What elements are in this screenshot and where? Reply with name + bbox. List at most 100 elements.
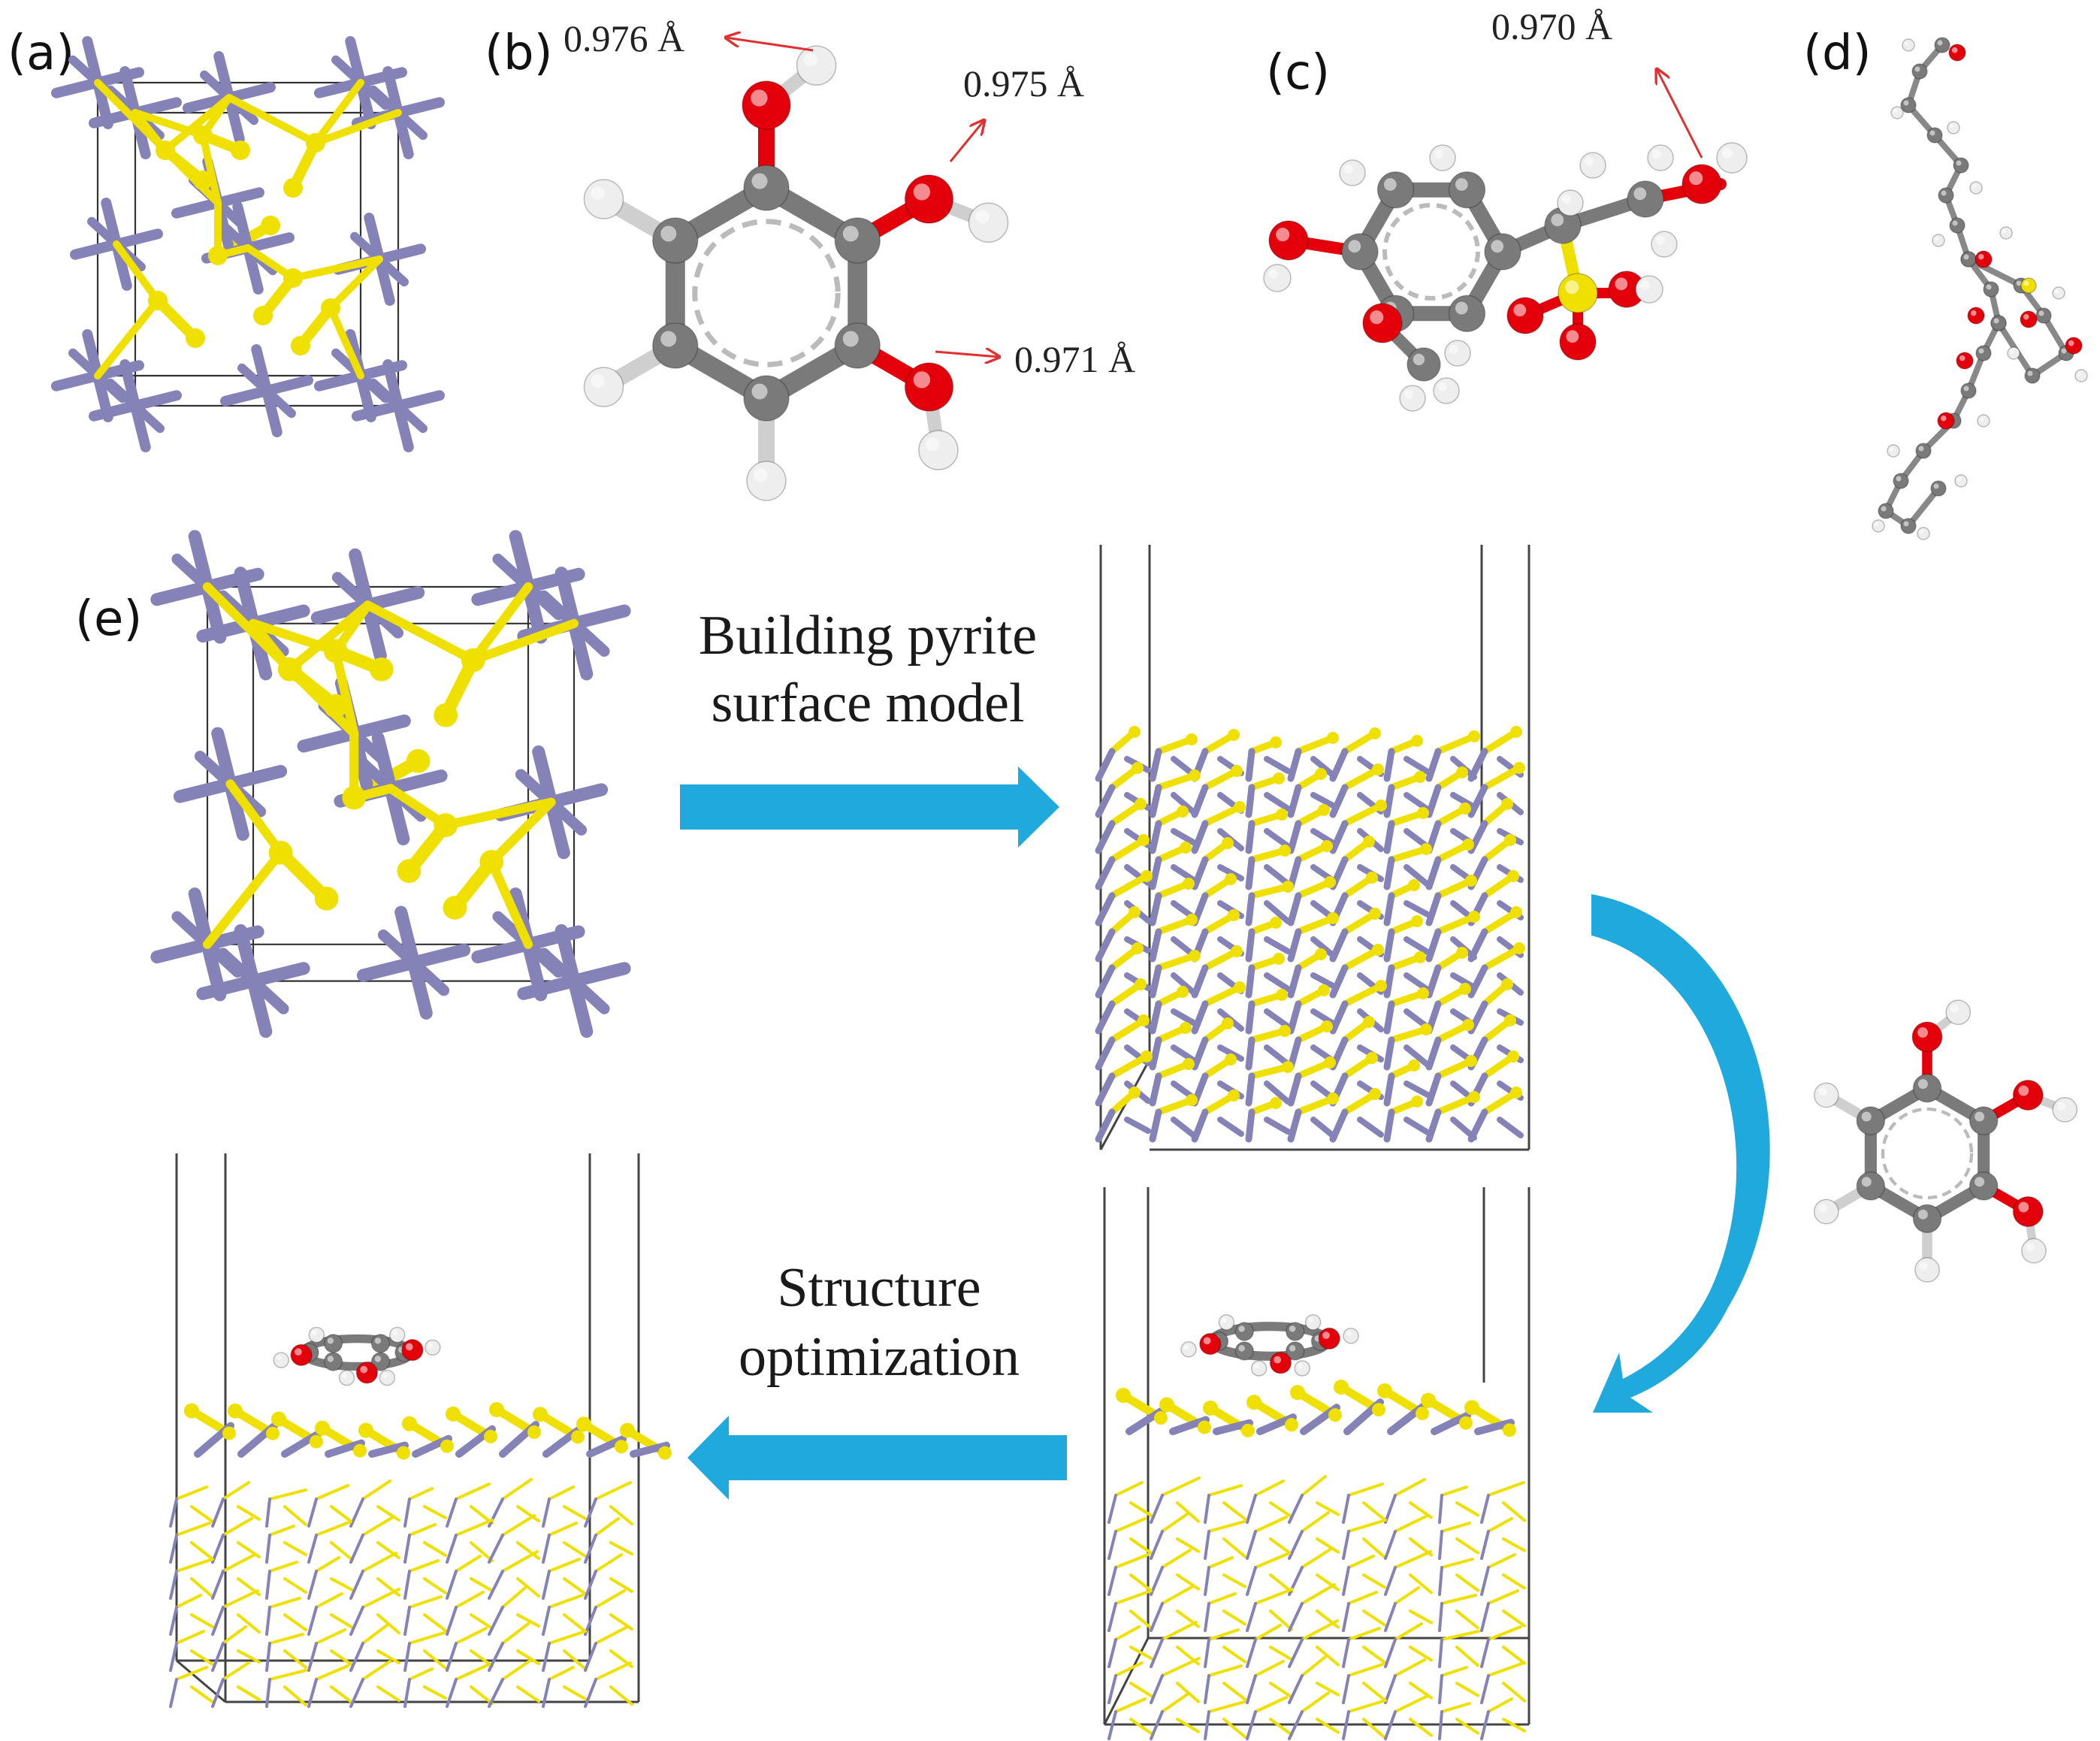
bond-length-3: 0.971 Å [1014, 338, 1135, 380]
fe-s-bond [1191, 964, 1209, 999]
sulfur-atom [1186, 1094, 1198, 1106]
fe-s-bond [307, 1534, 318, 1564]
sulfur-atom [283, 178, 303, 198]
fe-s-bond [1114, 1697, 1147, 1713]
fe-s-bond [594, 1625, 629, 1645]
fe-s-bond [1383, 1036, 1395, 1071]
carbon-atom [1912, 1073, 1942, 1103]
fe-s-bond [501, 1550, 539, 1573]
fe-s-bond [1245, 784, 1255, 818]
carbon-atom [2035, 307, 2052, 324]
fe-s-bond [1217, 1044, 1244, 1062]
fe-s-bond [169, 1534, 178, 1564]
sulfur-atom [1273, 953, 1285, 965]
sulfur-atom [1141, 1050, 1153, 1062]
fe-s-bond [1245, 1036, 1255, 1071]
sulfur-atom [1141, 870, 1153, 882]
fe-s-bond [162, 147, 222, 207]
sulfur-atom [1273, 772, 1285, 784]
carbon-atom [1407, 347, 1441, 382]
oxygen-atom [1682, 164, 1722, 204]
sulfur-atom [1504, 834, 1516, 846]
fe-s-bond [1329, 928, 1349, 963]
fe-s-bond [455, 1627, 488, 1645]
carbon-atom [1234, 1341, 1254, 1361]
fe-s-bond [446, 1570, 458, 1600]
sulfur-atom [1324, 1056, 1336, 1068]
sulfur-atom [1186, 914, 1198, 926]
fe-s-bond [1440, 1702, 1471, 1713]
panel-a-label: (a) [8, 26, 74, 81]
fe-s-bond [1107, 1710, 1117, 1740]
fe-s-bond [1455, 1501, 1479, 1517]
fe-s-bond [1383, 892, 1395, 926]
fe-s-bond [470, 1577, 494, 1592]
hydrogen-atom [1218, 1314, 1235, 1331]
fe-s-bond [1404, 900, 1431, 917]
fe-s-bond [1248, 883, 1292, 899]
fe-s-bond [1222, 1682, 1246, 1701]
carbon-atom [1953, 157, 1969, 174]
bond-length-1: 0.976 Å [564, 17, 684, 59]
fe-s-bond [1108, 872, 1150, 899]
fe-s-bond [1481, 908, 1520, 935]
sulfur-atom [1129, 906, 1141, 918]
fe-s-bond [1425, 856, 1442, 890]
fe-s-bond [1329, 784, 1349, 818]
fe-s-bond [1425, 1108, 1442, 1143]
sulfur-atom [1513, 942, 1525, 954]
carbon-atom [1975, 345, 1992, 361]
fe-s-bond [222, 1553, 256, 1573]
sulfur-atom [253, 306, 273, 325]
fe-s-bond [1288, 1674, 1304, 1704]
bond-length-c: 0.970 Å [1491, 5, 1612, 47]
fe-s-bond [327, 255, 383, 312]
fe-s-bond [1124, 1117, 1151, 1134]
fe-s-bond [1149, 748, 1162, 782]
fe-s-bond [446, 1678, 458, 1708]
fe-s-bond [408, 1523, 437, 1537]
fe-s-bond [584, 1498, 597, 1528]
fe-s-bond [330, 1613, 354, 1629]
fe-s-bond [441, 797, 556, 830]
sulfur-atom [1507, 1050, 1519, 1062]
hydrogen-atom [968, 202, 1009, 243]
fe-s-bond [488, 1570, 504, 1600]
fe-s-bond [1384, 1530, 1397, 1560]
fe-s-bond [1171, 1008, 1198, 1026]
fe-s-bond [1204, 1602, 1210, 1632]
fe-s-bond [446, 1642, 458, 1672]
fe-s-bond [1150, 1710, 1164, 1740]
fe-s-bond [312, 79, 364, 147]
panel-b-label: (b) [485, 26, 553, 81]
sulfur-atom [1183, 1058, 1195, 1070]
sulfur-atom [1408, 879, 1420, 891]
sulfur-atom [1327, 732, 1339, 744]
pyrogallol-molecule-icon [583, 45, 1009, 501]
hydrogen-atom [1399, 385, 1426, 412]
chain-bond [1905, 485, 1941, 529]
sulfur-atom [1177, 986, 1189, 998]
sulfur-atom [1411, 735, 1423, 747]
fe-s-bond [1204, 1530, 1210, 1560]
fe-s-bond [1246, 1674, 1257, 1704]
sulfur-atom [1132, 762, 1144, 774]
sulfur-atom [1180, 1022, 1192, 1034]
fe-s-bond [330, 1541, 354, 1561]
fe-s-bond [361, 1660, 391, 1681]
step-build-line1: Building pyrite [699, 605, 1037, 666]
carbon-atom [323, 1352, 343, 1371]
sulfur-atom [1246, 1395, 1262, 1410]
fe-s-bond [1347, 1591, 1378, 1605]
sulfur-atom [1198, 1420, 1211, 1434]
sulfur-atom [1183, 878, 1195, 890]
fe-s-bond [1095, 748, 1116, 782]
fe-s-bond [211, 1606, 225, 1636]
fe-s-bond [408, 1631, 446, 1645]
sulfur-atom [1468, 911, 1480, 923]
sulfur-atom [1513, 762, 1525, 774]
fe-s-bond [455, 1483, 491, 1501]
fe-s-bond [376, 1613, 400, 1634]
fe-s-bond [542, 1642, 551, 1672]
